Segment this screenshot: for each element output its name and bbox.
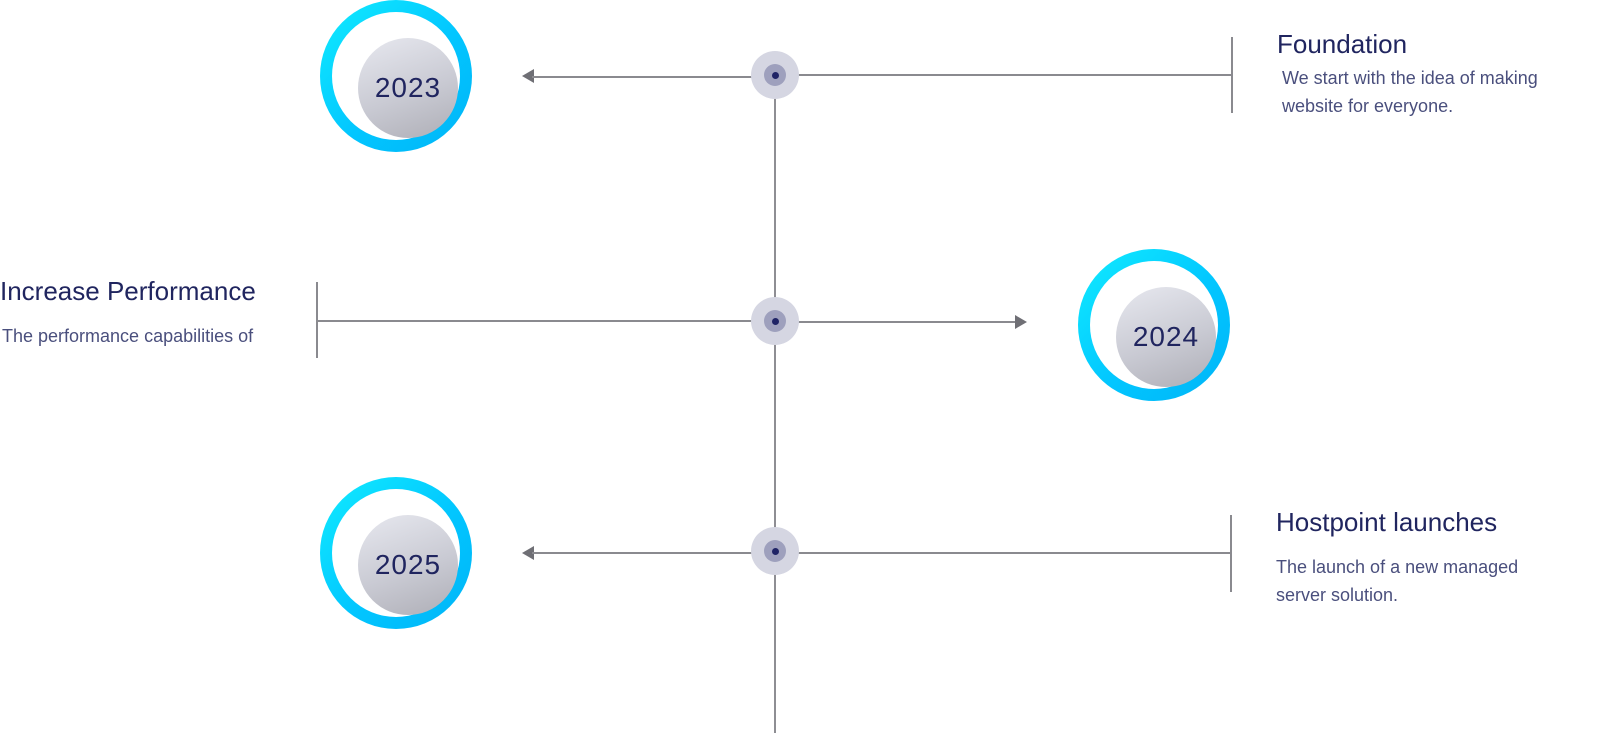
timeline-node bbox=[751, 527, 799, 575]
event-description: The performance capabilities of bbox=[2, 326, 254, 346]
event-title: Hostpoint launches bbox=[1276, 507, 1498, 537]
year-label: 2024 bbox=[1116, 287, 1216, 387]
timeline-spine bbox=[774, 75, 776, 733]
timeline-node bbox=[751, 297, 799, 345]
year-label: 2023 bbox=[358, 38, 458, 138]
event-bracket bbox=[316, 282, 318, 358]
connector-line bbox=[797, 321, 1016, 323]
event-title: Foundation bbox=[1277, 29, 1408, 59]
connector-line bbox=[318, 320, 754, 322]
connector-line bbox=[532, 552, 756, 554]
connector-line bbox=[797, 74, 1232, 76]
event-bracket bbox=[1231, 37, 1233, 113]
timeline-node bbox=[751, 51, 799, 99]
year-badge-2024: 2024 bbox=[1078, 249, 1230, 401]
connector-line bbox=[797, 552, 1231, 554]
event-bracket bbox=[1230, 515, 1232, 592]
arrow-left-icon bbox=[522, 69, 534, 83]
year-badge-2025: 2025 bbox=[320, 477, 472, 629]
arrow-left-icon bbox=[522, 546, 534, 560]
event-title: Increase Performance bbox=[0, 276, 256, 306]
event-description: We start with the idea of making website… bbox=[1282, 68, 1538, 116]
year-label: 2025 bbox=[358, 515, 458, 615]
arrow-right-icon bbox=[1015, 315, 1027, 329]
event-description: The launch of a new managed server solut… bbox=[1276, 557, 1519, 605]
connector-line bbox=[532, 76, 756, 78]
year-badge-2023: 2023 bbox=[320, 0, 472, 152]
